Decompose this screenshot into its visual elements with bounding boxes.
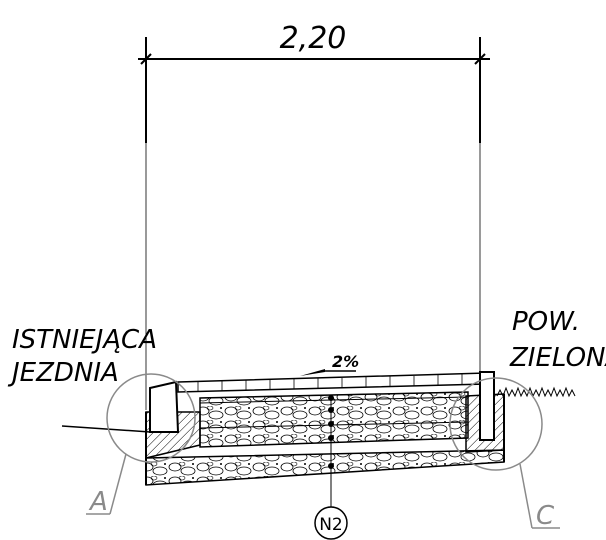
detail-label-c: C bbox=[536, 501, 555, 531]
node-dot bbox=[328, 407, 334, 413]
left-curb bbox=[149, 380, 180, 433]
node-circle bbox=[314, 506, 348, 540]
node-label: N2 bbox=[319, 515, 343, 535]
right-curb bbox=[479, 371, 495, 441]
slope-annotation: 2% bbox=[300, 352, 359, 376]
foundation-layer bbox=[145, 449, 505, 486]
left-label-group: ISTNIEJĄCA JEZDNIA bbox=[7, 325, 157, 433]
node-marker-group: N2 bbox=[314, 395, 348, 540]
node-dot bbox=[328, 463, 334, 469]
slope-label: 2% bbox=[332, 352, 359, 371]
detail-leader-c bbox=[519, 463, 533, 529]
detail-label-a: A bbox=[88, 487, 108, 517]
left-label-line1: ISTNIEJĄCA bbox=[12, 325, 157, 355]
detail-callout-a: A bbox=[86, 373, 196, 517]
left-label-line2: JEZDNIA bbox=[7, 358, 119, 388]
left-label-leader bbox=[61, 425, 151, 433]
subbase-line bbox=[199, 421, 469, 429]
dimension-label: 2,20 bbox=[280, 21, 347, 56]
detail-circle-c bbox=[449, 377, 543, 471]
dimension-group: 2,20 bbox=[138, 21, 490, 143]
detail-circle-a bbox=[106, 373, 196, 463]
paving-joints bbox=[197, 374, 463, 391]
grass-symbol bbox=[496, 386, 576, 398]
right-label-line1: POW. bbox=[512, 307, 580, 337]
bedding-line-bottom bbox=[199, 396, 469, 404]
pavement-section bbox=[145, 371, 505, 486]
node-dot bbox=[328, 395, 334, 401]
paving-surface-layer bbox=[177, 372, 487, 393]
dimension-tick-right bbox=[474, 53, 486, 65]
detail-leader-a bbox=[109, 453, 127, 515]
bedding-line-top bbox=[199, 391, 469, 399]
node-dot bbox=[328, 435, 334, 441]
node-dot bbox=[328, 421, 334, 427]
detail-callout-c: C bbox=[449, 377, 560, 531]
slope-arrow bbox=[300, 369, 325, 376]
dimension-tick-left bbox=[140, 53, 152, 65]
